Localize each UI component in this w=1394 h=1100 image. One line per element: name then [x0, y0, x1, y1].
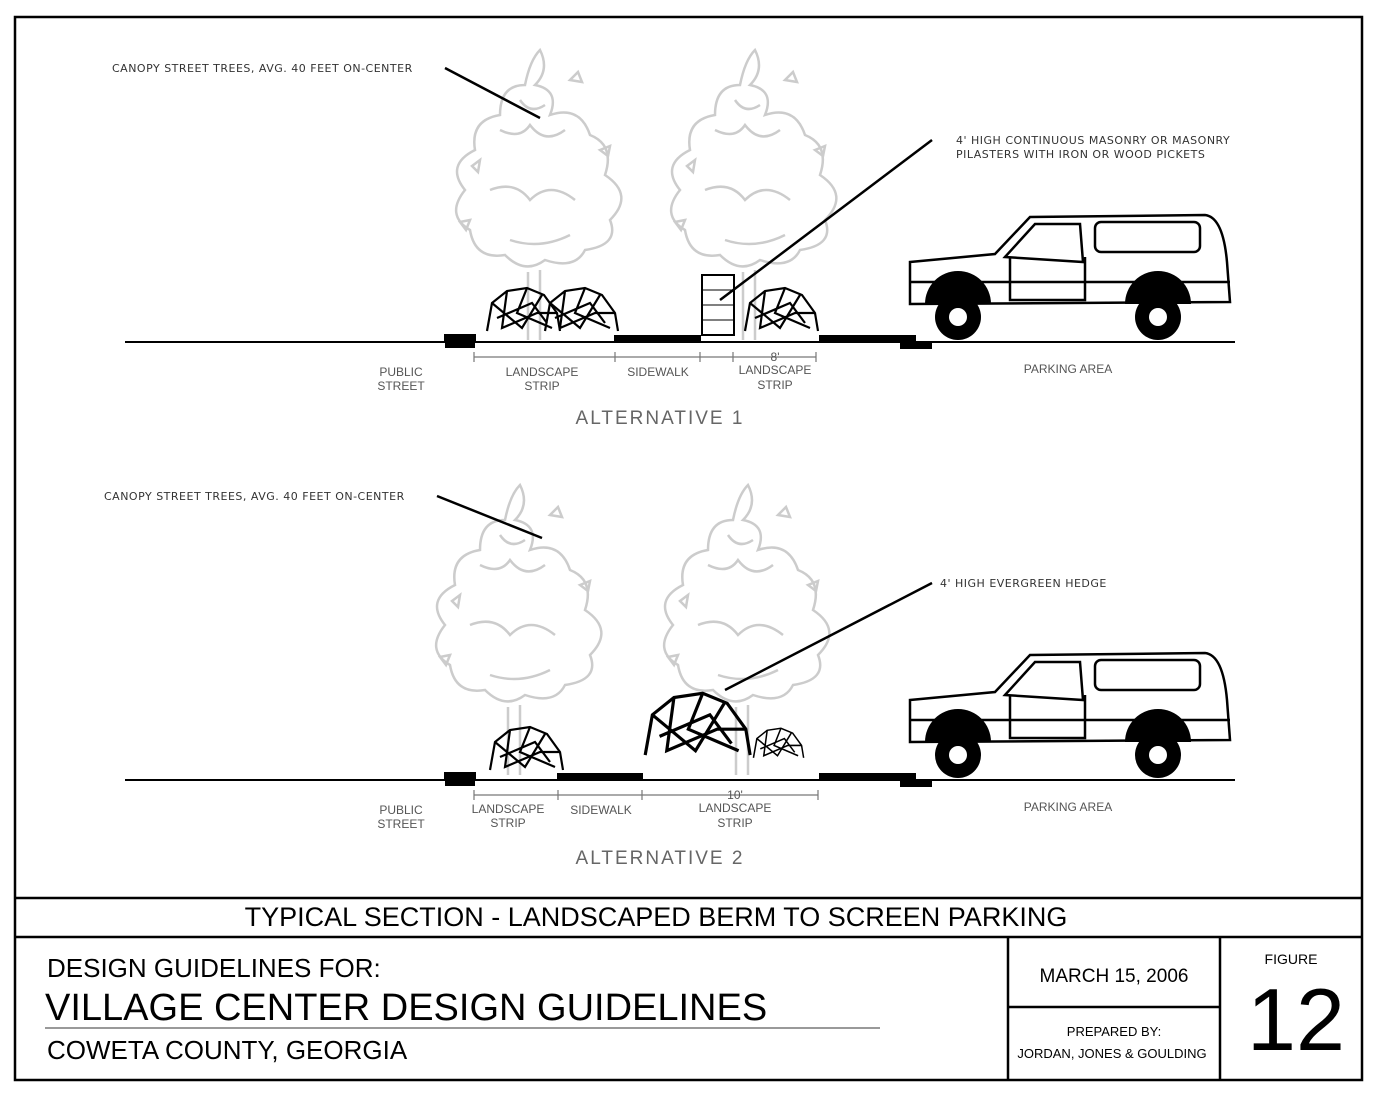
label-landscape-strip: LANDSCAPE [472, 802, 545, 816]
section-title: TYPICAL SECTION - LANDSCAPED BERM TO SCR… [245, 902, 1068, 932]
shrub-icon [545, 288, 618, 331]
label-dimension: 10' [727, 788, 743, 802]
shrub-icon [490, 727, 563, 770]
label-parking-area: PARKING AREA [1024, 800, 1112, 814]
leader-line [436, 494, 543, 540]
label-landscape-strip: LANDSCAPE [506, 365, 579, 379]
figure-number: 12 [1247, 970, 1345, 1069]
tree-icon [456, 50, 621, 340]
prepared-by: JORDAN, JONES & GOULDING [1017, 1046, 1206, 1061]
project-title: VILLAGE CENTER DESIGN GUIDELINES [45, 987, 767, 1029]
svg-text:STRIP: STRIP [490, 816, 525, 830]
leader-line [724, 581, 933, 692]
date: MARCH 15, 2006 [1040, 966, 1189, 987]
leader-line [719, 139, 933, 301]
label-dimension: 8' [771, 350, 780, 364]
label-sidewalk: SIDEWALK [570, 803, 632, 817]
truck-icon [910, 653, 1230, 778]
dimension-line [473, 352, 817, 362]
ground-line [125, 772, 1235, 781]
svg-text:STRIP: STRIP [757, 378, 792, 392]
tree-note: CANOPY STREET TREES, AVG. 40 FEET ON-CEN… [112, 62, 413, 75]
label-landscape-strip-2: LANDSCAPE [739, 363, 812, 377]
svg-text:STRIP: STRIP [524, 379, 559, 393]
label-parking-area: PARKING AREA [1024, 362, 1112, 376]
alternative-1-section: CANOPY STREET TREES, AVG. 40 FEET ON-CEN… [112, 50, 1235, 429]
figure-label: FIGURE [1265, 951, 1318, 967]
dimension-line [473, 790, 819, 800]
label-public-street: PUBLIC [379, 365, 423, 379]
location: COWETA COUNTY, GEORGIA [47, 1035, 408, 1065]
alternative-2-title: ALTERNATIVE 2 [576, 848, 745, 869]
svg-text:STRIP: STRIP [717, 816, 752, 830]
tree-note: CANOPY STREET TREES, AVG. 40 FEET ON-CEN… [104, 490, 405, 503]
prepared-by-label: PREPARED BY: [1067, 1024, 1161, 1039]
label-public-street: PUBLIC [379, 803, 423, 817]
svg-text:STREET: STREET [377, 817, 425, 831]
tree-icon [671, 50, 836, 340]
alternative-2-section: CANOPY STREET TREES, AVG. 40 FEET ON-CEN… [104, 485, 1235, 869]
leader-line [444, 66, 541, 120]
truck-icon [910, 215, 1230, 340]
svg-text:STREET: STREET [377, 379, 425, 393]
wall-note-line-2: PILASTERS WITH IRON OR WOOD PICKETS [956, 148, 1205, 161]
design-guidelines-for: DESIGN GUIDELINES FOR: [47, 953, 381, 983]
title-block: TYPICAL SECTION - LANDSCAPED BERM TO SCR… [15, 896, 1362, 1080]
label-sidewalk: SIDEWALK [627, 365, 689, 379]
alternative-1-title: ALTERNATIVE 1 [576, 408, 745, 429]
label-landscape-strip-2: LANDSCAPE [699, 801, 772, 815]
hedge-note: 4' HIGH EVERGREEN HEDGE [940, 577, 1107, 590]
shrub-icon [752, 726, 805, 760]
sheet-border [13, 15, 1364, 1082]
wall-note-line-1: 4' HIGH CONTINUOUS MASONRY OR MASONRY [956, 134, 1230, 147]
